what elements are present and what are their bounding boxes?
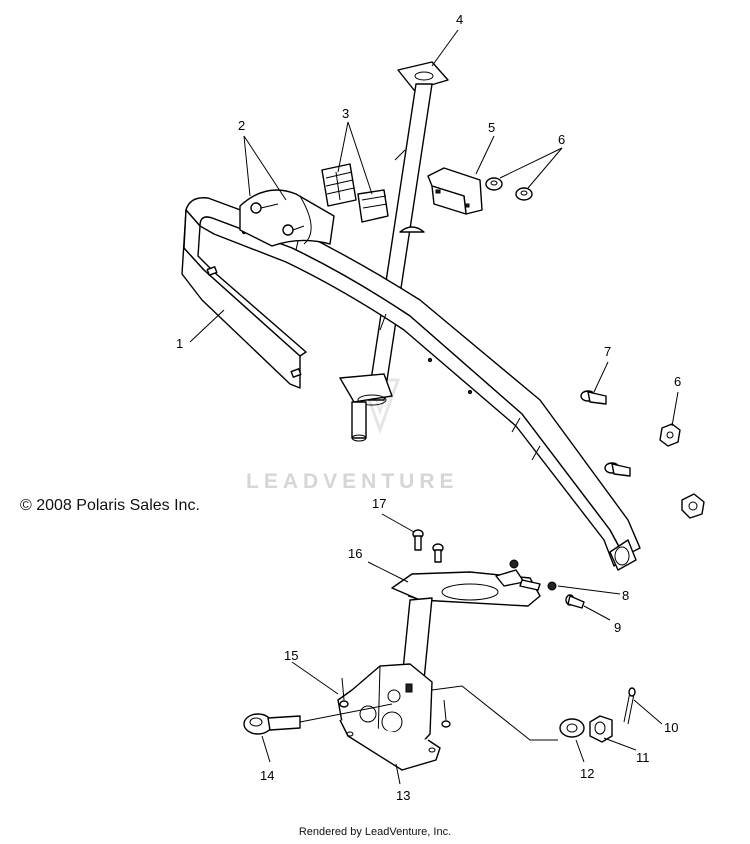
leader-lines <box>189 29 679 785</box>
small-hardware <box>559 687 636 743</box>
callout-4: 4 <box>456 12 463 27</box>
handle-frame <box>181 197 641 571</box>
nuts-bolts <box>509 559 585 609</box>
callout-17: 17 <box>372 496 386 511</box>
flange-nuts <box>485 177 705 519</box>
callout-6: 6 <box>558 132 565 147</box>
bolts <box>580 390 631 477</box>
callout-7: 7 <box>604 344 611 359</box>
copyright-text: © 2008 Polaris Sales Inc. <box>20 497 200 514</box>
callout-5: 5 <box>488 120 495 135</box>
eye-bolt <box>243 713 301 735</box>
callout-8: 8 <box>622 588 629 603</box>
callout-3: 3 <box>342 106 349 121</box>
callout-16: 16 <box>348 546 362 561</box>
pivot-bracket <box>239 189 335 247</box>
mount-bracket <box>427 167 483 215</box>
footer-credit: Rendered by LeadVenture, Inc. <box>298 826 452 838</box>
bolts-upper <box>412 529 444 563</box>
pin-small <box>339 677 451 728</box>
callout-9: 9 <box>614 620 621 635</box>
callout-12: 12 <box>580 766 594 781</box>
callout-labels: 4 2 3 5 6 1 7 6 17 16 8 9 15 10 11 12 14… <box>176 12 681 803</box>
callout-11: 11 <box>636 750 650 765</box>
callout-15: 15 <box>284 648 298 663</box>
callout-6-second: 6 <box>674 374 681 389</box>
spring-clips <box>321 163 389 223</box>
callout-14: 14 <box>260 768 274 783</box>
watermark-text: LEADVENTURE <box>246 470 459 493</box>
base-mount <box>337 663 441 771</box>
callout-13: 13 <box>396 788 410 803</box>
callout-10: 10 <box>664 720 678 735</box>
steering-post <box>339 61 449 442</box>
callout-2: 2 <box>238 118 245 133</box>
callout-1: 1 <box>176 336 183 351</box>
